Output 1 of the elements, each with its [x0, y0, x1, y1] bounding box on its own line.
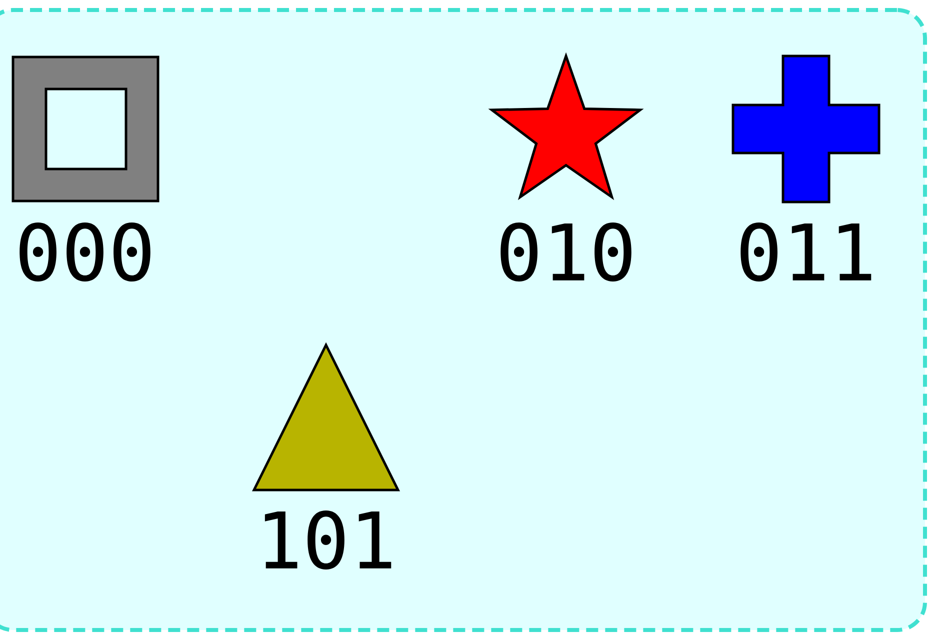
panel: [0, 8, 927, 632]
